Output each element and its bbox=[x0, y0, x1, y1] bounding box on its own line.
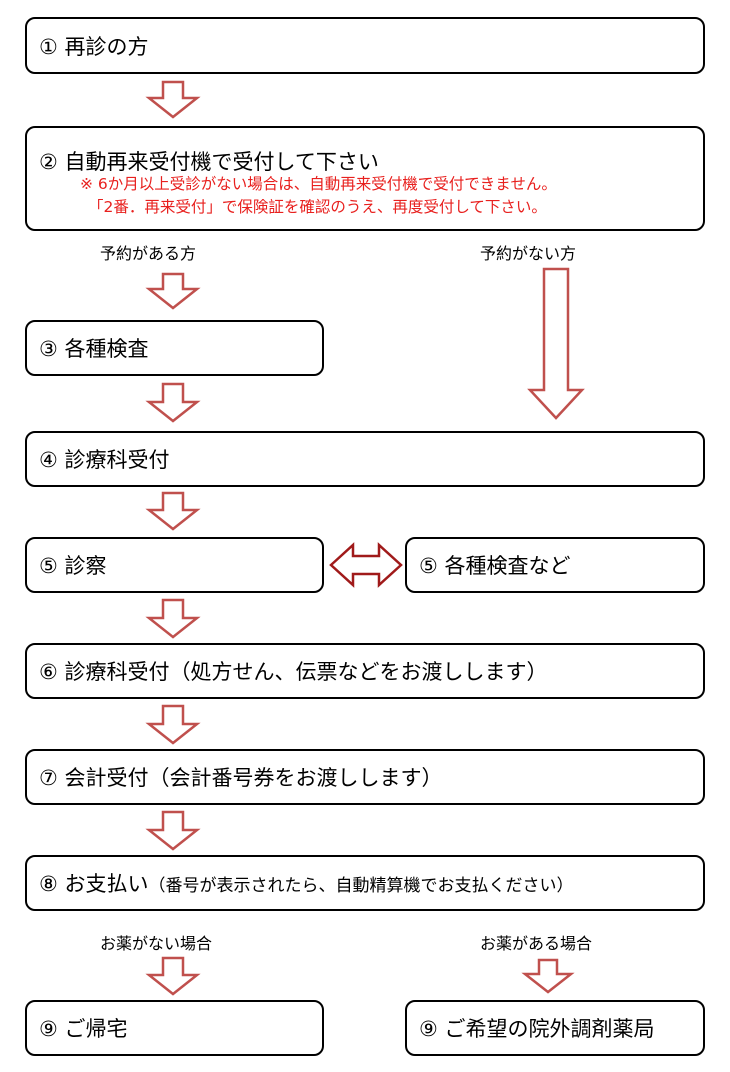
branch-with-medicine: お薬がある場合 bbox=[480, 934, 593, 953]
double-arrow-icon bbox=[329, 542, 403, 588]
step-6-label: ⑥ 診療科受付（処方せん、伝票などをお渡しします） bbox=[39, 660, 548, 684]
step-4-label: ④ 診療科受付 bbox=[39, 448, 170, 472]
step-2-note-2: 「2番．再来受付」で保険証を確認のうえ、再度受付して下さい。 bbox=[88, 198, 547, 216]
step-5-exam-box: ⑤ 診察 bbox=[25, 537, 324, 593]
step-9-pharmacy-box: ⑨ ご希望の院外調剤薬局 bbox=[405, 1000, 705, 1056]
step-2-note-1: ※ 6か月以上受診がない場合は、自動再来受付機で受付できません。 bbox=[80, 175, 557, 193]
step-9-pharmacy-label: ⑨ ご希望の院外調剤薬局 bbox=[419, 1017, 655, 1041]
down-arrow-icon bbox=[145, 956, 201, 996]
step-5-tests-label: ⑤ 各種検査など bbox=[419, 554, 571, 578]
step-1-label: ① 再診の方 bbox=[39, 34, 149, 59]
step-9-home-label: ⑨ ご帰宅 bbox=[39, 1017, 128, 1041]
down-arrow-icon bbox=[145, 382, 201, 423]
step-8-sublabel: （番号が表示されたら、自動精算機でお支払ください） bbox=[148, 875, 574, 896]
step-9-home-box: ⑨ ご帰宅 bbox=[25, 1000, 324, 1056]
step-8-label: ⑧ お支払い bbox=[39, 872, 149, 896]
down-arrow-icon bbox=[145, 80, 201, 119]
step-5-exam-label: ⑤ 診察 bbox=[39, 554, 107, 578]
down-arrow-icon bbox=[145, 810, 201, 851]
down-arrow-icon bbox=[145, 598, 201, 639]
step-6-box: ⑥ 診療科受付（処方せん、伝票などをお渡しします） bbox=[25, 643, 705, 699]
step-5-tests-box: ⑤ 各種検査など bbox=[405, 537, 705, 593]
branch-with-reservation: 予約がある方 bbox=[100, 244, 197, 263]
branch-no-medicine: お薬がない場合 bbox=[100, 934, 213, 953]
down-arrow-icon bbox=[145, 704, 201, 745]
step-1-box: ① 再診の方 bbox=[25, 17, 705, 74]
step-3-label: ③ 各種検査 bbox=[39, 337, 149, 361]
step-8-box: ⑧ お支払い（番号が表示されたら、自動精算機でお支払ください） bbox=[25, 855, 705, 911]
long-down-arrow-icon bbox=[527, 267, 585, 420]
branch-without-reservation: 予約がない方 bbox=[480, 244, 577, 263]
step-3-box: ③ 各種検査 bbox=[25, 320, 324, 376]
down-arrow-icon bbox=[145, 272, 201, 310]
step-2-label: ② 自動再来受付機で受付して下さい bbox=[39, 150, 379, 174]
down-arrow-icon bbox=[145, 491, 201, 531]
step-7-box: ⑦ 会計受付（会計番号券をお渡しします） bbox=[25, 749, 705, 805]
step-2-box: ② 自動再来受付機で受付して下さい bbox=[25, 126, 705, 231]
down-arrow-icon bbox=[521, 958, 575, 994]
step-7-label: ⑦ 会計受付（会計番号券をお渡しします） bbox=[39, 766, 443, 790]
step-4-box: ④ 診療科受付 bbox=[25, 431, 705, 487]
